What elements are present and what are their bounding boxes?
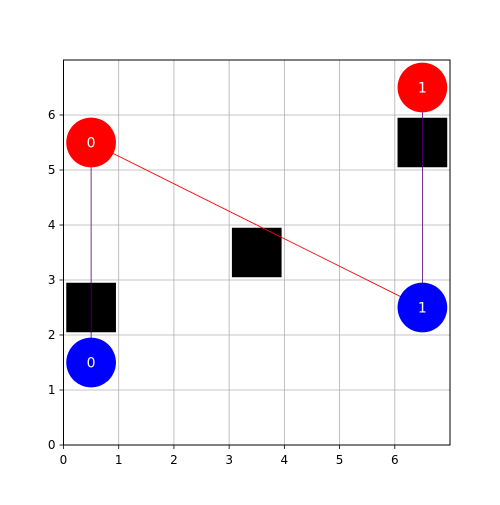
x-tick-label: 2	[170, 453, 178, 467]
tick-layer: 0 1 2 3 4 5 6 0 1 2 3 4 5 6	[48, 108, 399, 467]
goal-agent-label: 0	[87, 136, 96, 152]
obstacle-block	[231, 227, 282, 278]
agent-path-line	[90, 142, 423, 308]
x-tick-label: 4	[281, 453, 289, 467]
y-tick-label: 3	[48, 273, 56, 287]
x-tick-label: 1	[115, 453, 123, 467]
x-tick-label: 3	[225, 453, 233, 467]
start-agent-marker	[66, 337, 116, 388]
start-agent-label: 1	[418, 301, 427, 317]
goal-agent-label: 1	[418, 81, 427, 97]
y-tick-label: 1	[48, 383, 56, 397]
x-tick-label: 6	[391, 453, 399, 467]
goal-agent-marker	[66, 117, 116, 168]
goal-agent-marker	[397, 62, 448, 113]
start-agent-marker	[397, 282, 448, 333]
x-tick-label: 0	[60, 453, 68, 467]
y-tick-label: 2	[48, 328, 56, 342]
y-tick-label: 5	[48, 163, 56, 177]
y-tick-label: 4	[48, 218, 56, 232]
path-layer	[90, 87, 423, 363]
agent-layer: 0 1 0 1	[66, 62, 448, 388]
grid-layer	[63, 60, 450, 446]
x-tick-label: 5	[336, 453, 344, 467]
y-tick-label: 0	[48, 438, 56, 452]
start-agent-label: 0	[87, 356, 96, 372]
y-tick-label: 6	[48, 108, 56, 122]
plot-frame	[63, 59, 451, 446]
